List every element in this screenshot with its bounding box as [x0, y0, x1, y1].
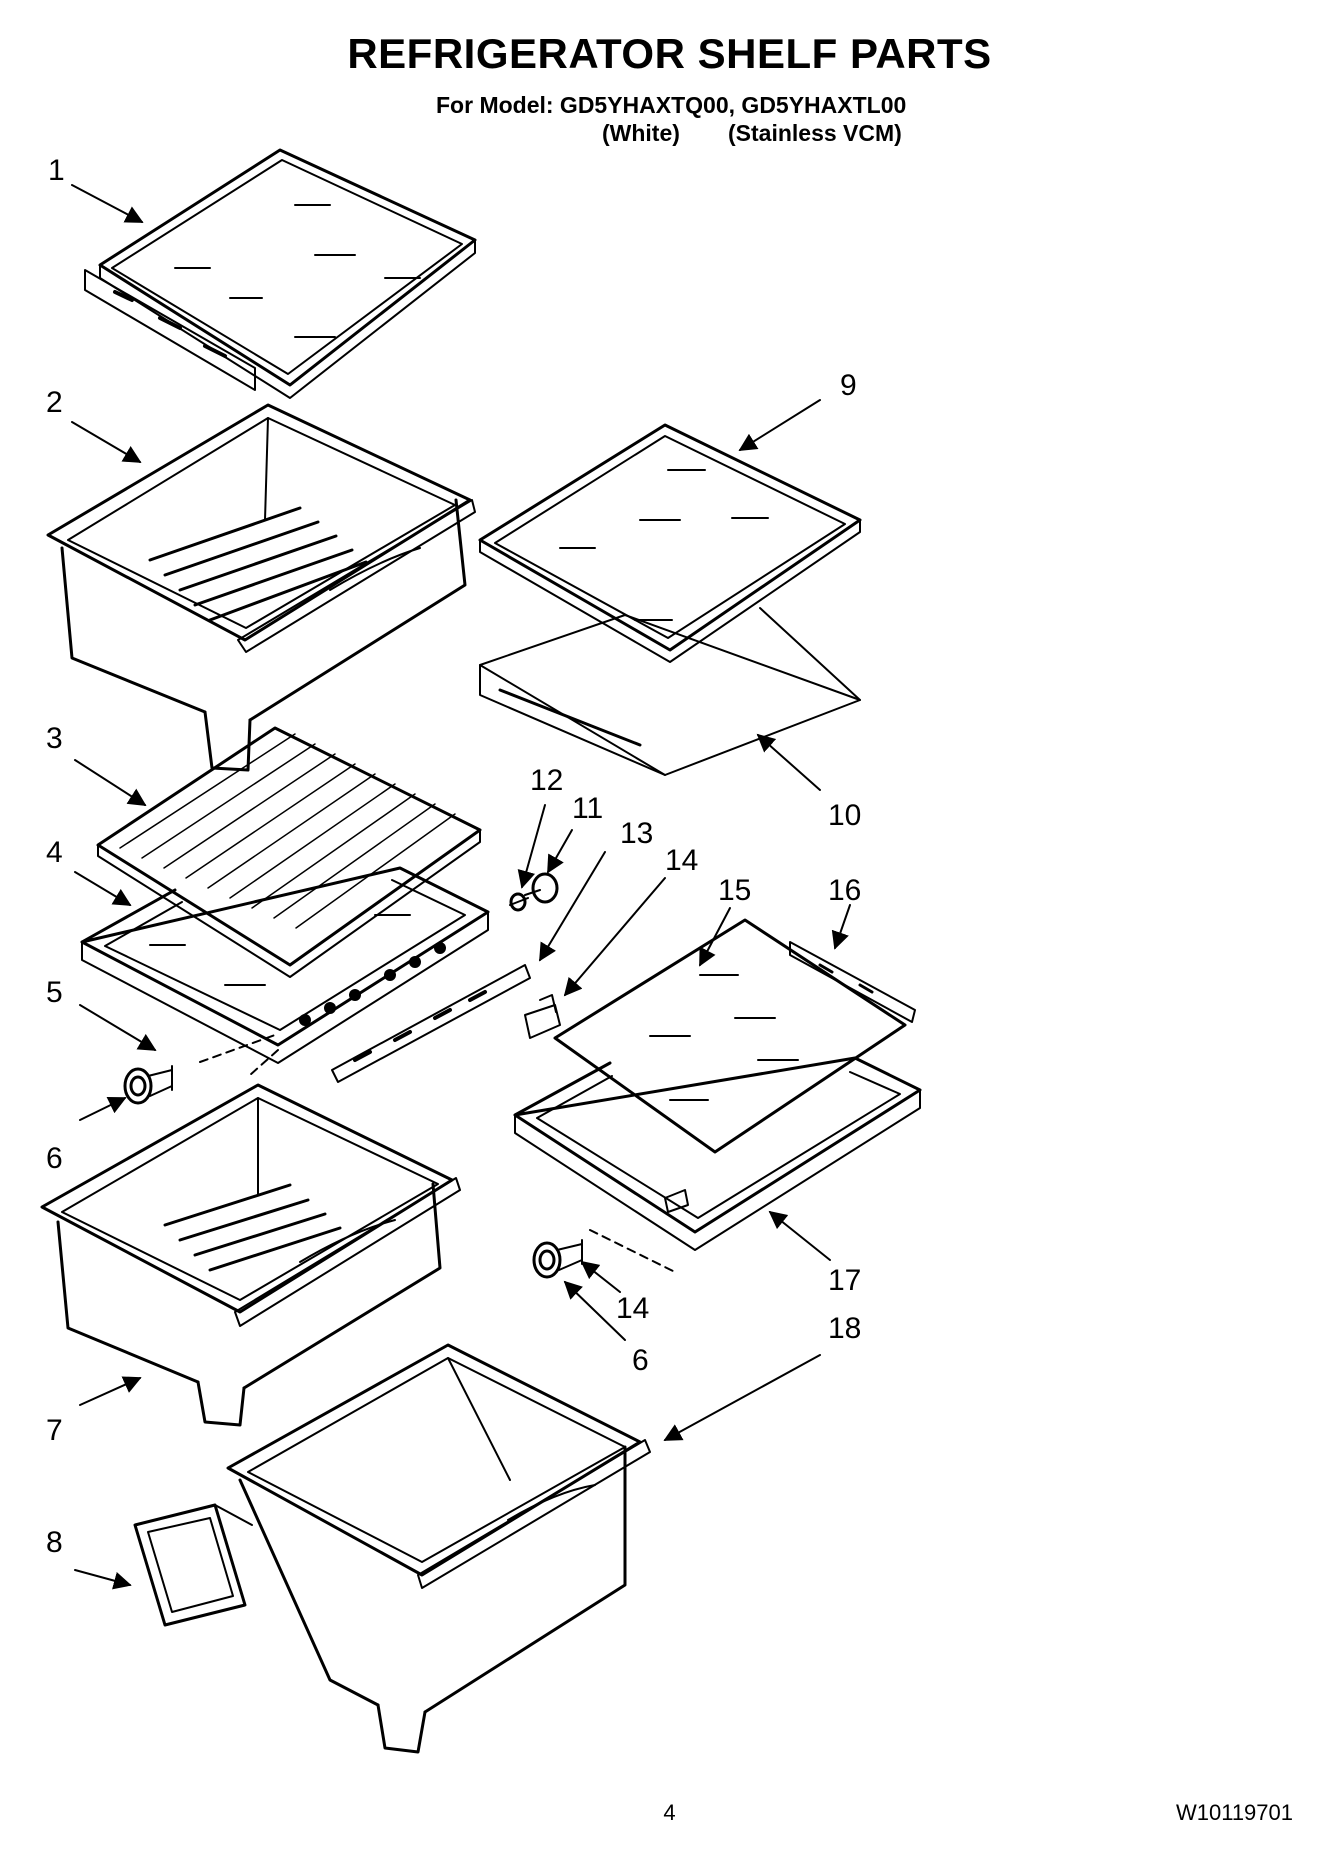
part-7-crisper-bin [40, 1083, 461, 1427]
callout-4: 4 [46, 836, 63, 869]
part-14-clip [524, 994, 561, 1039]
callout-12: 12 [530, 764, 563, 797]
variant-stainless: (Stainless VCM) [728, 120, 902, 146]
part-17-shelf-frame [513, 1056, 922, 1273]
part-13-rail [331, 964, 531, 1083]
page-number: 4 [663, 1800, 676, 1825]
callout-6b: 6 [632, 1344, 649, 1377]
part-5-6-roller-left [123, 1034, 279, 1105]
callout-13: 13 [620, 817, 653, 850]
part-14-6-roller-right [532, 1239, 583, 1279]
part-2-crisper-bin [46, 403, 476, 772]
part-11-12-fasteners [509, 872, 559, 912]
callout-arrows [71, 184, 851, 1590]
variant-white: (White) [602, 120, 680, 146]
part-8-label-holder [133, 1503, 253, 1627]
callout-18: 18 [828, 1312, 861, 1345]
callout-14: 14 [665, 844, 698, 877]
callout-5: 5 [46, 976, 63, 1009]
callout-3: 3 [46, 722, 63, 755]
part-3-grooved-shelf [96, 726, 482, 978]
part-10-shelf-support [479, 607, 861, 776]
part-16-rail [789, 941, 916, 1023]
callout-6: 6 [46, 1142, 63, 1175]
callout-15: 15 [718, 874, 751, 907]
callout-11: 11 [572, 792, 603, 825]
callout-9: 9 [840, 369, 857, 402]
model-line: For Model: GD5YHAXTQ00, GD5YHAXTL00 [436, 92, 907, 118]
document-number: W10119701 [1175, 1800, 1293, 1825]
callout-16: 16 [828, 874, 861, 907]
part-1-glass-shelf [84, 148, 477, 399]
callout-7: 7 [46, 1414, 63, 1447]
part-15-glass-panel [553, 918, 907, 1154]
part-9-glass-shelf [478, 423, 862, 663]
callout-10: 10 [828, 799, 861, 832]
part-18-deep-bin [226, 1343, 651, 1754]
part-4-shelf-frame [80, 866, 490, 1064]
page-title: REFRIGERATOR SHELF PARTS [347, 30, 992, 77]
callout-8: 8 [46, 1526, 63, 1559]
callout-1: 1 [48, 154, 65, 187]
callout-17: 17 [828, 1264, 861, 1297]
callout-14b: 14 [616, 1292, 649, 1325]
callout-2: 2 [46, 386, 63, 419]
callout-labels: 1 2 3 4 5 6 7 8 9 10 11 12 13 14 15 16 1… [46, 154, 861, 1559]
